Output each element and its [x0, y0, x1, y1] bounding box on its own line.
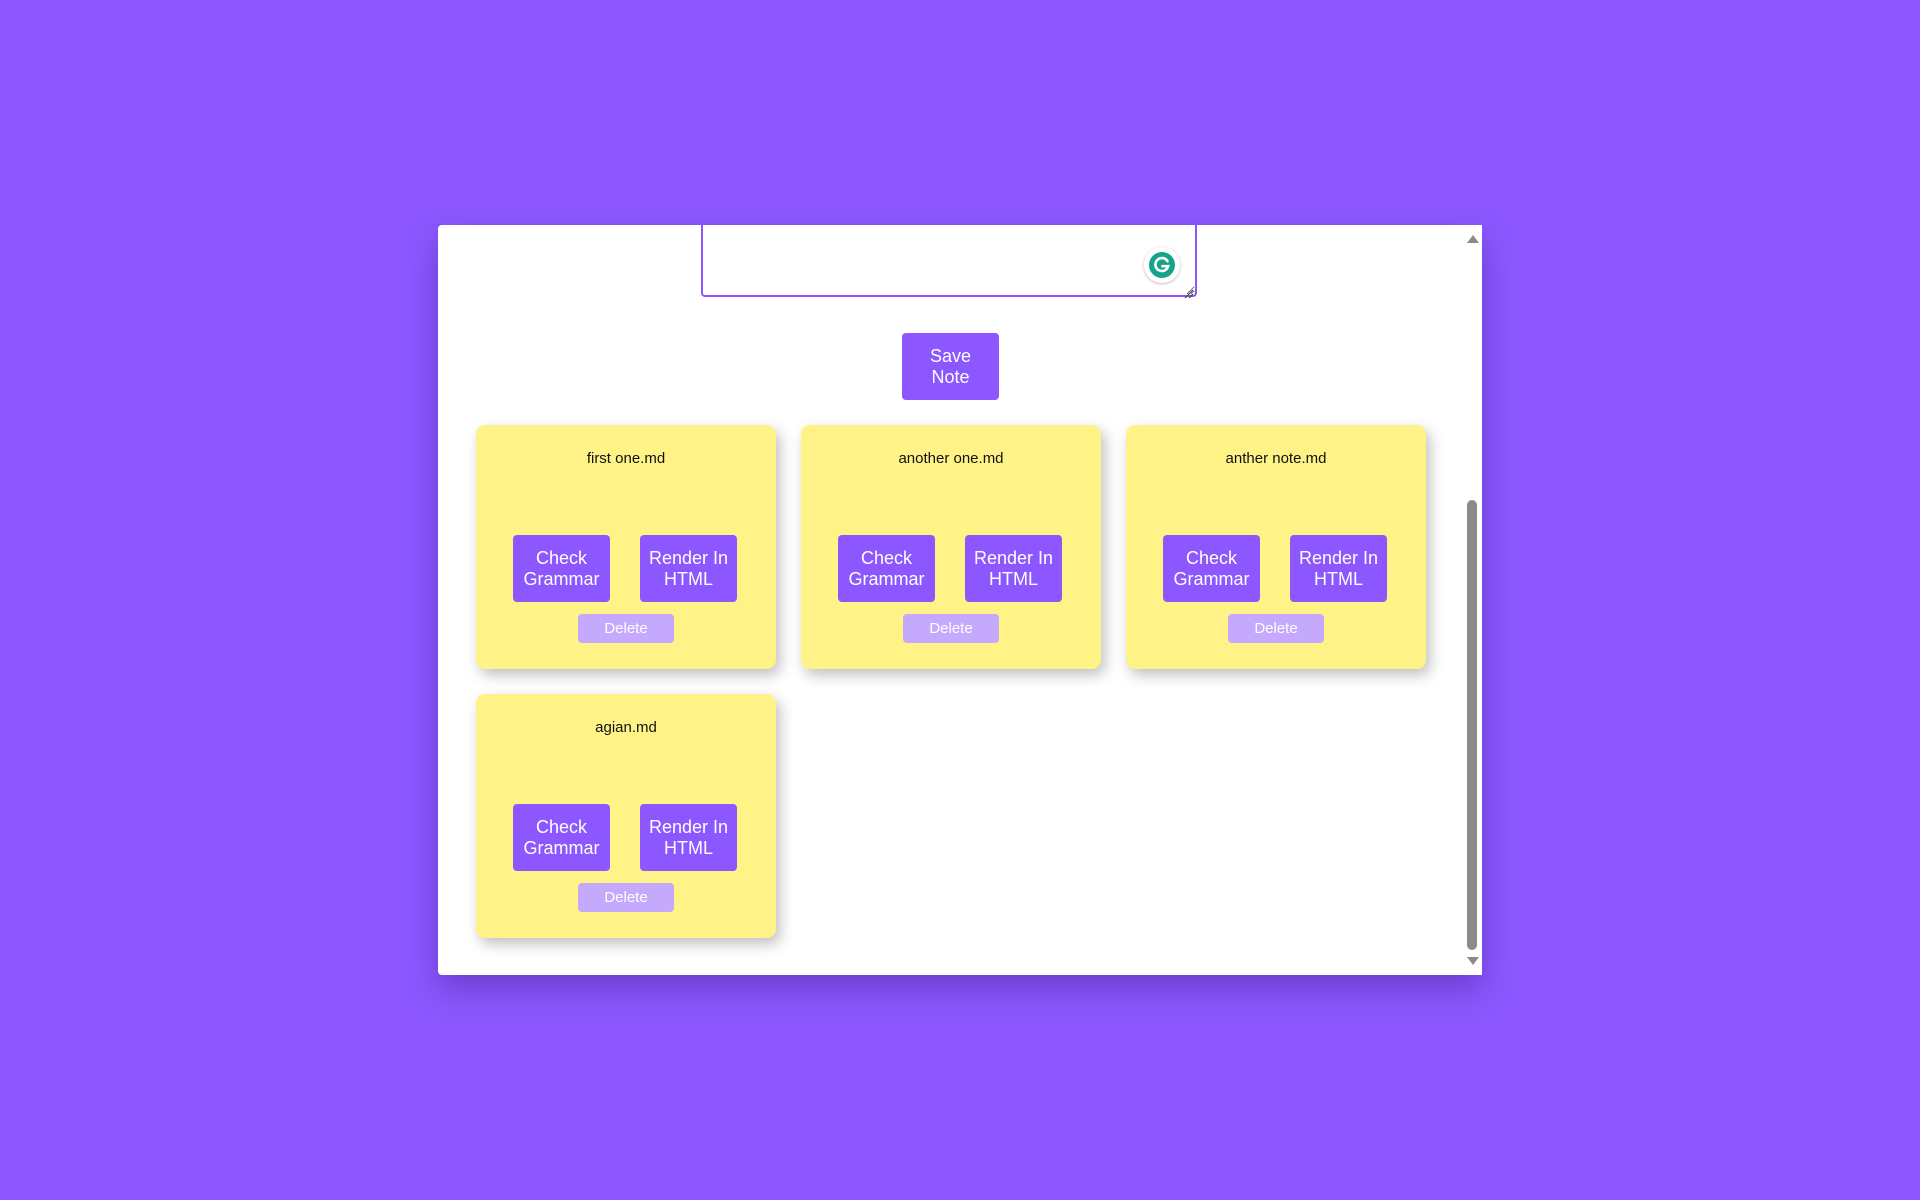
scroll-up-arrow-icon[interactable]: [1467, 235, 1479, 243]
app-window: Save Note first one.md Check Grammar Ren…: [438, 225, 1482, 975]
save-note-button[interactable]: Save Note: [902, 333, 999, 400]
resize-grip-icon[interactable]: [1184, 289, 1194, 299]
render-in-html-button[interactable]: Render In HTML: [965, 535, 1062, 602]
check-grammar-button[interactable]: Check Grammar: [838, 535, 935, 602]
delete-button[interactable]: Delete: [903, 614, 999, 643]
delete-button[interactable]: Delete: [578, 883, 674, 912]
note-card: anther note.md Check Grammar Render In H…: [1126, 425, 1426, 669]
note-title: anther note.md: [1225, 450, 1327, 467]
vertical-scrollbar[interactable]: [1462, 225, 1482, 975]
note-card: another one.md Check Grammar Render In H…: [801, 425, 1101, 669]
scroll-down-arrow-icon[interactable]: [1467, 957, 1479, 965]
note-card: agian.md Check Grammar Render In HTML De…: [476, 694, 776, 938]
delete-button[interactable]: Delete: [1228, 614, 1324, 643]
check-grammar-button[interactable]: Check Grammar: [513, 804, 610, 871]
render-in-html-button[interactable]: Render In HTML: [1290, 535, 1387, 602]
delete-button[interactable]: Delete: [578, 614, 674, 643]
scrollbar-thumb[interactable]: [1467, 500, 1477, 950]
grammarly-icon[interactable]: [1144, 247, 1180, 283]
note-title: another one.md: [898, 450, 1004, 467]
check-grammar-button[interactable]: Check Grammar: [1163, 535, 1260, 602]
notes-grid: first one.md Check Grammar Render In HTM…: [476, 425, 1426, 938]
note-title: first one.md: [586, 450, 666, 467]
check-grammar-button[interactable]: Check Grammar: [513, 535, 610, 602]
render-in-html-button[interactable]: Render In HTML: [640, 535, 737, 602]
note-title: agian.md: [595, 719, 657, 736]
note-card: first one.md Check Grammar Render In HTM…: [476, 425, 776, 669]
note-textarea[interactable]: [701, 225, 1197, 297]
render-in-html-button[interactable]: Render In HTML: [640, 804, 737, 871]
